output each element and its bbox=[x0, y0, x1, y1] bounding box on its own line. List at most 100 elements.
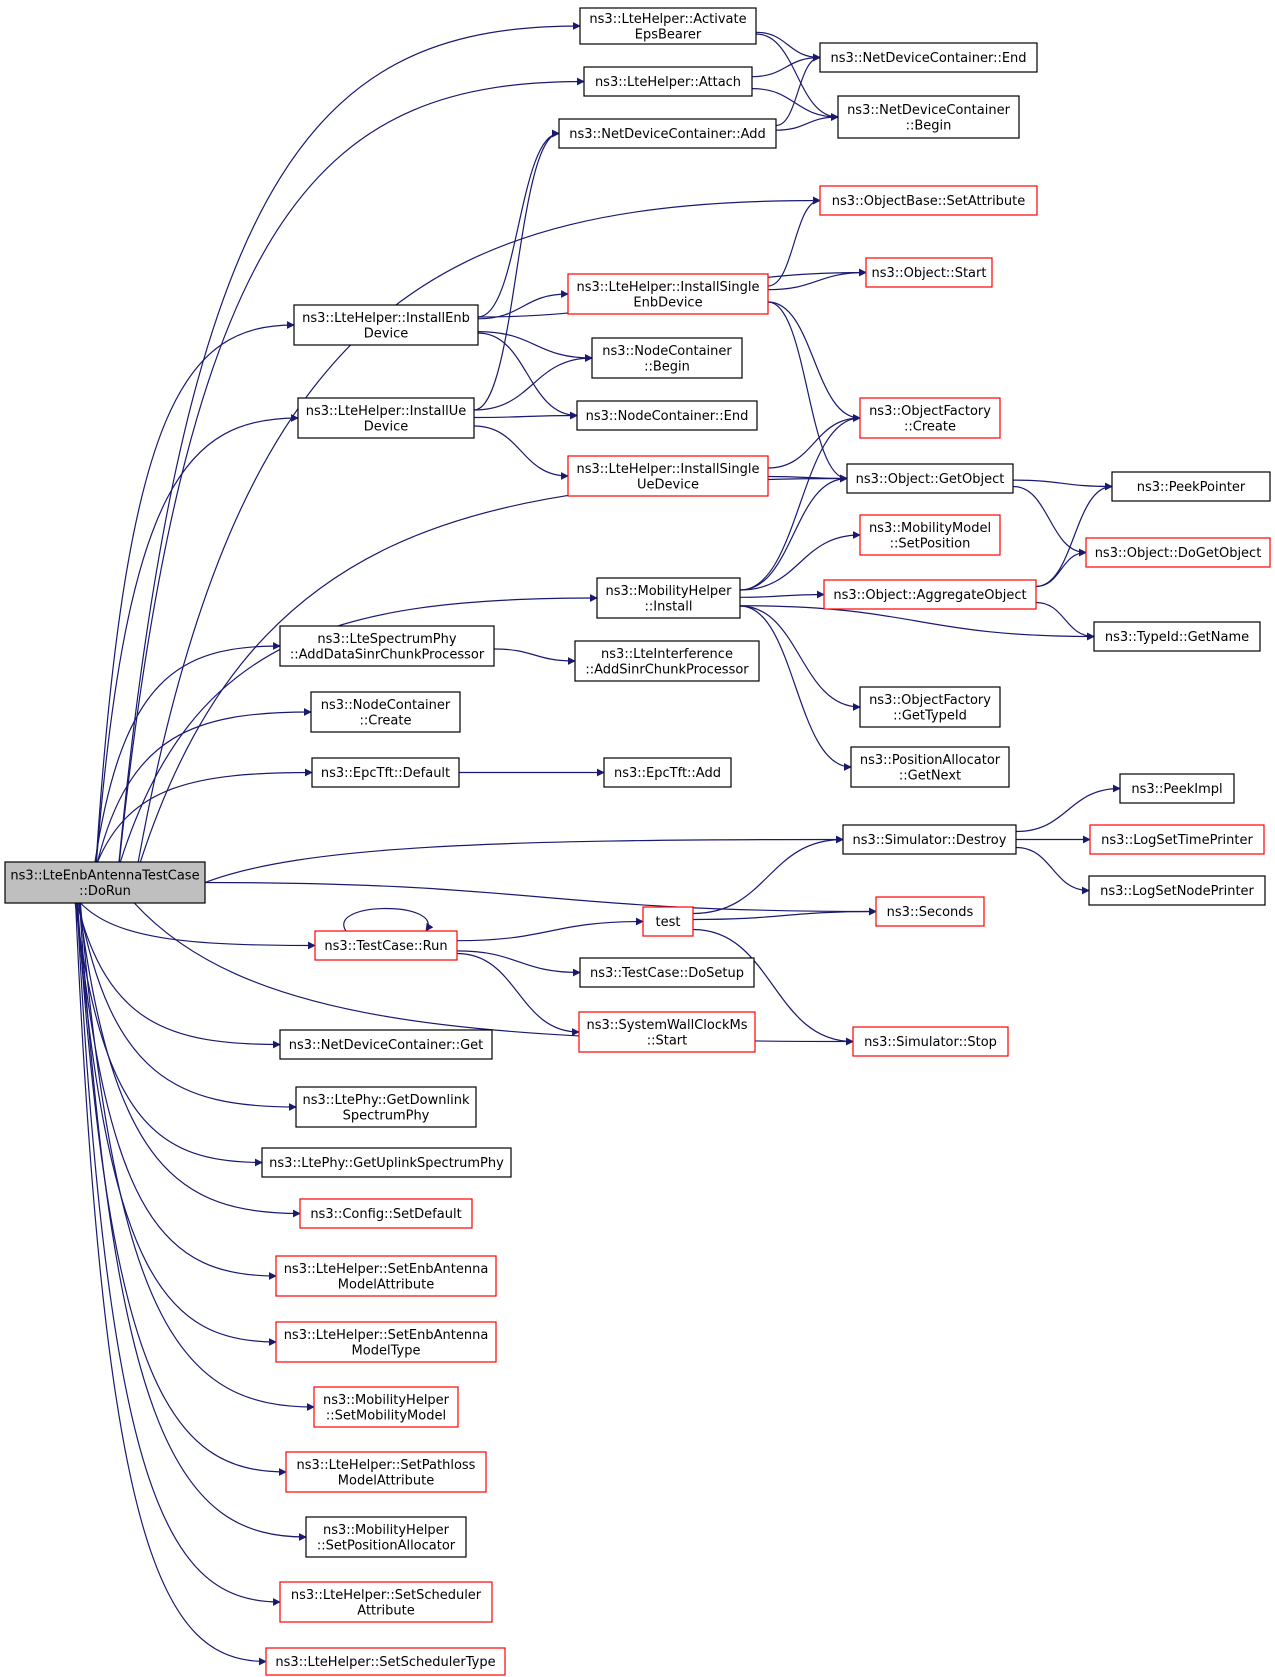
node-logNode[interactable]: ns3::LogSetNodePrinter bbox=[1088, 875, 1266, 906]
node-box[interactable] bbox=[567, 273, 769, 315]
node-box[interactable] bbox=[603, 757, 732, 788]
node-box[interactable] bbox=[567, 455, 769, 497]
node-box[interactable] bbox=[583, 66, 753, 97]
node-peekPointer[interactable]: ns3::PeekPointer bbox=[1111, 471, 1271, 502]
node-getObject[interactable]: ns3::Object::GetObject bbox=[846, 463, 1014, 494]
node-ndcBegin[interactable]: ns3::NetDeviceContainer::Begin bbox=[837, 95, 1020, 139]
node-setAntAttr[interactable]: ns3::LteHelper::SetEnbAntennaModelAttrib… bbox=[275, 1255, 497, 1297]
node-epcDefault[interactable]: ns3::EpcTft::Default bbox=[311, 757, 460, 788]
node-box[interactable] bbox=[852, 1026, 1009, 1057]
node-box[interactable] bbox=[297, 397, 475, 439]
node-ndcGet[interactable]: ns3::NetDeviceContainer::Get bbox=[279, 1029, 493, 1060]
node-tcSetup[interactable]: ns3::TestCase::DoSetup bbox=[579, 957, 755, 988]
node-setSchedType[interactable]: ns3::LteHelper::SetSchedulerType bbox=[265, 1647, 506, 1676]
node-box[interactable] bbox=[295, 1086, 477, 1128]
node-box[interactable] bbox=[1089, 824, 1265, 855]
node-aggObject[interactable]: ns3::Object::AggregateObject bbox=[823, 579, 1037, 610]
node-attach[interactable]: ns3::LteHelper::Attach bbox=[583, 66, 753, 97]
node-doGetObject[interactable]: ns3::Object::DoGetObject bbox=[1085, 537, 1271, 568]
node-seconds[interactable]: ns3::Seconds bbox=[875, 896, 985, 927]
node-box[interactable] bbox=[311, 757, 460, 788]
node-box[interactable] bbox=[596, 577, 741, 619]
node-box[interactable] bbox=[579, 957, 755, 988]
node-paGetNext[interactable]: ns3::PositionAllocator::GetNext bbox=[850, 746, 1010, 788]
node-box[interactable] bbox=[1111, 471, 1271, 502]
node-box[interactable] bbox=[299, 1198, 473, 1229]
node-ofCreate[interactable]: ns3::ObjectFactory::Create bbox=[859, 397, 1001, 439]
node-box[interactable] bbox=[265, 1647, 506, 1676]
node-mmSetPos[interactable]: ns3::MobilityModel::SetPosition bbox=[859, 514, 1001, 556]
node-ncCreate[interactable]: ns3::NodeContainer::Create bbox=[310, 691, 461, 733]
node-box[interactable] bbox=[314, 930, 458, 961]
node-box[interactable] bbox=[859, 397, 1001, 439]
node-box[interactable] bbox=[574, 640, 760, 682]
node-setPosAlloc[interactable]: ns3::MobilityHelper::SetPositionAllocato… bbox=[305, 1516, 467, 1558]
node-box[interactable] bbox=[310, 691, 461, 733]
node-box[interactable] bbox=[1119, 773, 1235, 804]
node-getUl[interactable]: ns3::LtePhy::GetUplinkSpectrumPhy bbox=[261, 1147, 512, 1178]
node-box[interactable] bbox=[846, 463, 1014, 494]
node-box[interactable] bbox=[293, 304, 479, 346]
node-simDestroy[interactable]: ns3::Simulator::Destroy bbox=[842, 824, 1017, 855]
node-liAdd[interactable]: ns3::LteInterference::AddSinrChunkProces… bbox=[574, 640, 760, 682]
node-objStart[interactable]: ns3::Object::Start bbox=[865, 257, 993, 288]
node-box[interactable] bbox=[850, 746, 1010, 788]
node-ofGetTypeId[interactable]: ns3::ObjectFactory::GetTypeId bbox=[859, 686, 1001, 728]
node-ncEnd[interactable]: ns3::NodeContainer::End bbox=[576, 400, 758, 431]
node-box[interactable] bbox=[285, 1451, 487, 1493]
node-ncBegin[interactable]: ns3::NodeContainer::Begin bbox=[591, 337, 743, 379]
node-mhInstall[interactable]: ns3::MobilityHelper::Install bbox=[596, 577, 741, 619]
node-box[interactable] bbox=[275, 1255, 497, 1297]
node-box[interactable] bbox=[842, 824, 1017, 855]
node-root[interactable]: ns3::LteEnbAntennaTestCase::DoRun bbox=[4, 861, 206, 904]
node-box[interactable] bbox=[305, 1516, 467, 1558]
node-box[interactable] bbox=[579, 7, 757, 45]
node-box[interactable] bbox=[591, 337, 743, 379]
node-box[interactable] bbox=[279, 625, 495, 667]
node-simStop[interactable]: ns3::Simulator::Stop bbox=[852, 1026, 1009, 1057]
node-box[interactable] bbox=[1085, 537, 1271, 568]
node-box[interactable] bbox=[4, 861, 206, 904]
node-box[interactable] bbox=[837, 95, 1020, 139]
node-box[interactable] bbox=[1088, 875, 1266, 906]
node-box[interactable] bbox=[859, 514, 1001, 556]
node-test[interactable]: test bbox=[642, 906, 694, 937]
node-ndcAdd[interactable]: ns3::NetDeviceContainer::Add bbox=[558, 118, 777, 149]
node-epcAdd[interactable]: ns3::EpcTft::Add bbox=[603, 757, 732, 788]
node-box[interactable] bbox=[558, 118, 777, 149]
node-box[interactable] bbox=[642, 906, 694, 937]
node-box[interactable] bbox=[875, 896, 985, 927]
node-box[interactable] bbox=[819, 185, 1038, 216]
node-cfgDefault[interactable]: ns3::Config::SetDefault bbox=[299, 1198, 473, 1229]
node-setAttr[interactable]: ns3::ObjectBase::SetAttribute bbox=[819, 185, 1038, 216]
node-box[interactable] bbox=[1093, 621, 1261, 652]
node-box[interactable] bbox=[576, 400, 758, 431]
node-box[interactable] bbox=[279, 1581, 493, 1623]
node-swcStart[interactable]: ns3::SystemWallClockMs::Start bbox=[578, 1011, 756, 1053]
node-box[interactable] bbox=[865, 257, 993, 288]
node-tcRun[interactable]: ns3::TestCase::Run bbox=[314, 930, 458, 961]
node-box[interactable] bbox=[819, 42, 1038, 73]
node-peekImpl[interactable]: ns3::PeekImpl bbox=[1119, 773, 1235, 804]
node-setPathloss[interactable]: ns3::LteHelper::SetPathlossModelAttribut… bbox=[285, 1451, 487, 1493]
node-tidGetName[interactable]: ns3::TypeId::GetName bbox=[1093, 621, 1261, 652]
node-lspAdd[interactable]: ns3::LteSpectrumPhy::AddDataSinrChunkPro… bbox=[279, 625, 495, 667]
node-box[interactable] bbox=[578, 1011, 756, 1053]
node-box[interactable] bbox=[275, 1321, 497, 1363]
node-box[interactable] bbox=[313, 1386, 459, 1428]
node-box[interactable] bbox=[859, 686, 1001, 728]
node-logTime[interactable]: ns3::LogSetTimePrinter bbox=[1089, 824, 1265, 855]
node-box[interactable] bbox=[261, 1147, 512, 1178]
node-ndcEnd[interactable]: ns3::NetDeviceContainer::End bbox=[819, 42, 1038, 73]
node-box[interactable] bbox=[279, 1029, 493, 1060]
node-setMobModel[interactable]: ns3::MobilityHelper::SetMobilityModel bbox=[313, 1386, 459, 1428]
node-box[interactable] bbox=[823, 579, 1037, 610]
